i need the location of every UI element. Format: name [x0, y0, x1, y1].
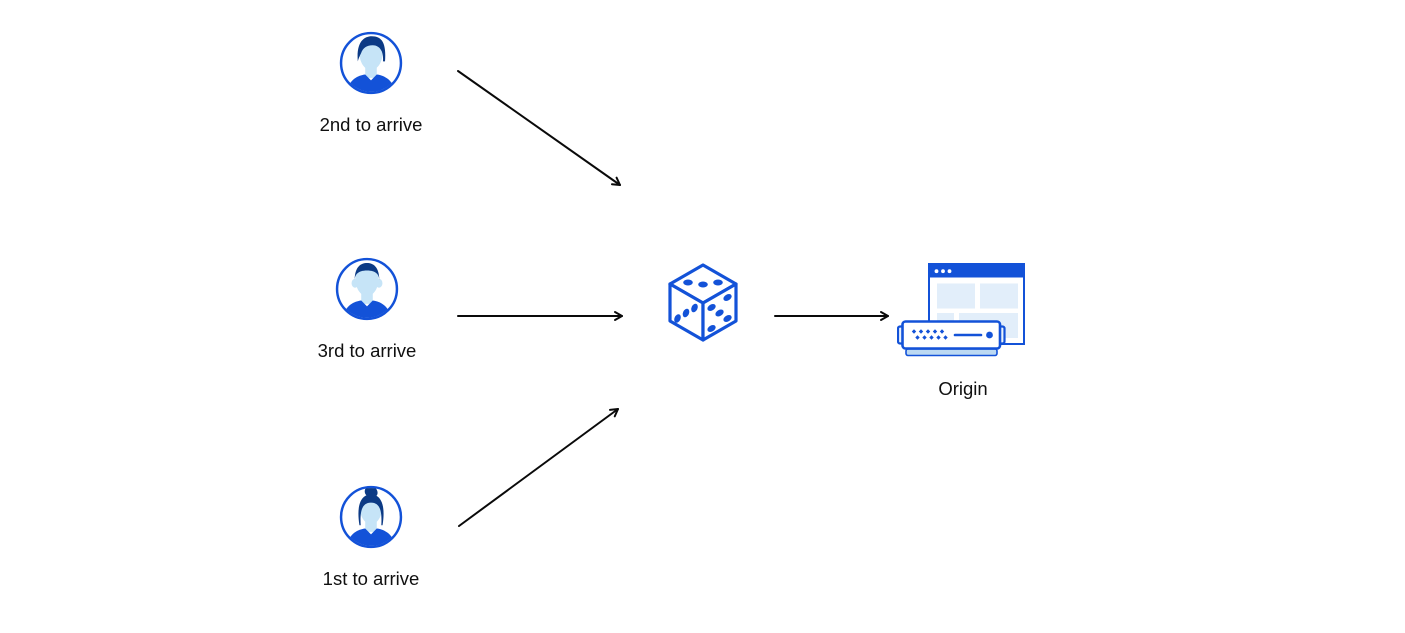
arrow-1st-to-dice [458, 408, 619, 527]
origin-label: Origin [938, 378, 988, 399]
client-1st-label: 1st to arrive [322, 568, 420, 589]
user-avatar-icon [335, 257, 399, 321]
client-1st-node: 1st to arrive [271, 484, 471, 590]
origin-node: Origin [897, 262, 1029, 400]
client-2nd-node: 2nd to arrive [271, 30, 471, 136]
user-avatar-icon [339, 485, 403, 549]
arrow-2nd-to-dice [457, 70, 621, 186]
client-2nd-label: 2nd to arrive [319, 114, 423, 135]
user-avatar-icon [339, 31, 403, 95]
client-3rd-label: 3rd to arrive [317, 340, 417, 361]
origin-server-icon [897, 263, 1025, 357]
random-dice-node [666, 262, 740, 344]
dice-icon [668, 263, 738, 342]
client-3rd-node: 3rd to arrive [267, 256, 467, 362]
